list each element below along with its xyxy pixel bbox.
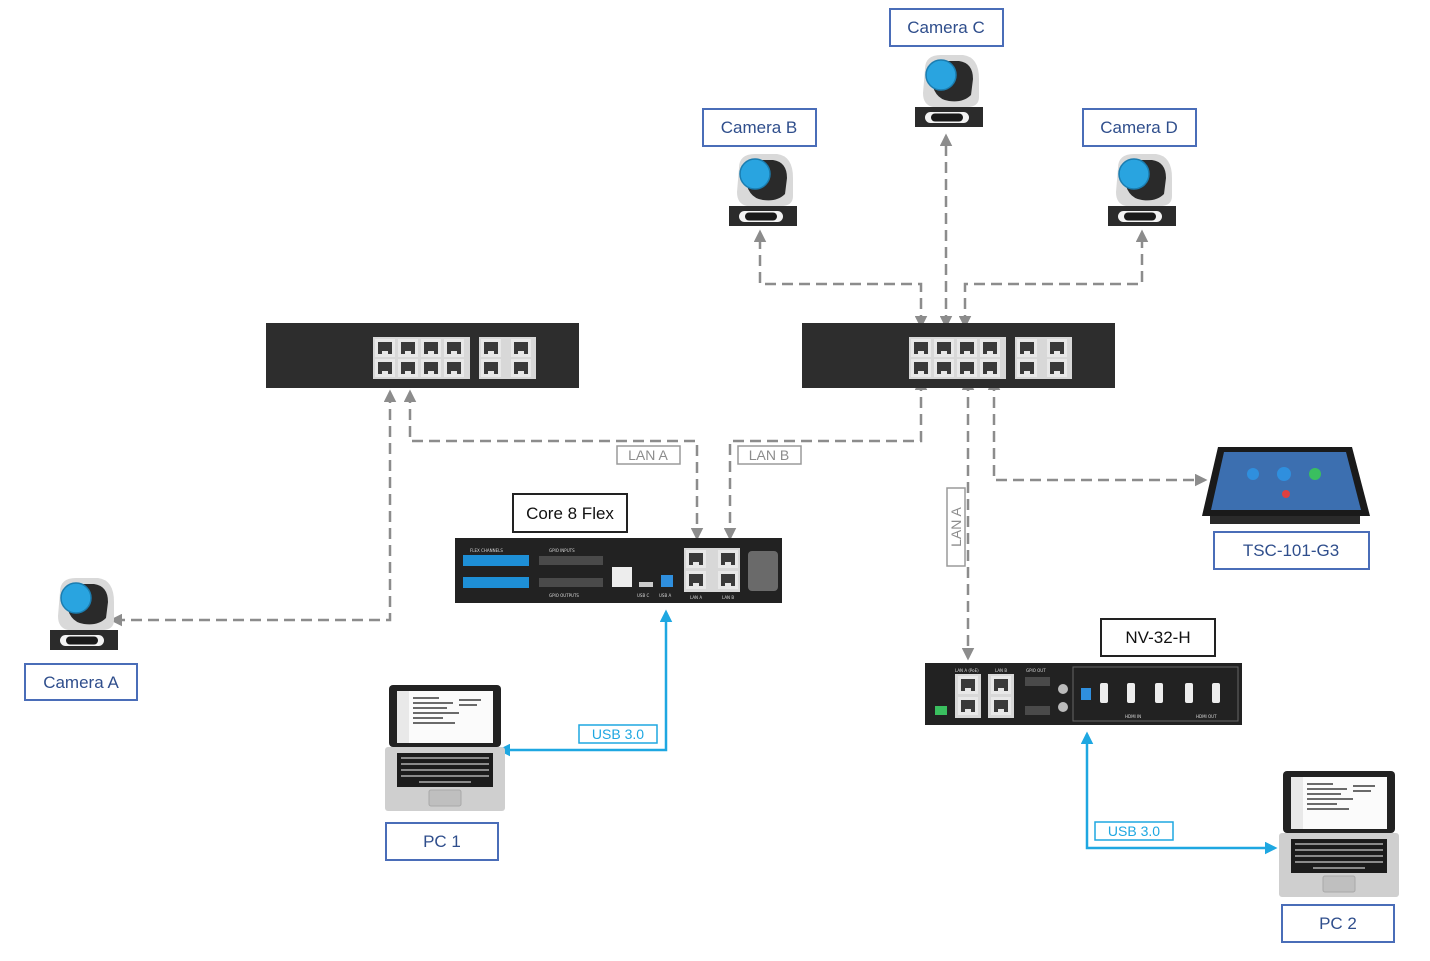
link-nv-pc2: [1080, 731, 1278, 855]
core-gpio-in-connector: [539, 556, 603, 565]
nv-lan-b-text: LAN B: [995, 668, 1007, 673]
pc-1: PC 1: [384, 684, 506, 861]
core-flex-channels-text: FLEX CHANNELS: [470, 548, 503, 553]
core-usb-a-text: USB A: [659, 593, 671, 598]
lan-a-nv-label: LAN A: [946, 487, 966, 567]
nv-hdmi-out-text: HDMI OUT: [1196, 714, 1217, 719]
core-usb-c-port: [639, 582, 653, 587]
core-flex-connector-bottom: [463, 577, 529, 588]
camera-a-label-box: [24, 663, 138, 701]
nv-hdmi-in-3: [1100, 683, 1108, 703]
nv-gpio-connector-bottom: [1025, 706, 1050, 715]
core-processor-icon: FLEX CHANNELS GPIO INPUTS GPIO OUTPUTS U…: [455, 538, 782, 603]
nv-32-h: NV-32-H LAN A (PoE) LAN B GPIO OUT HDMI …: [925, 618, 1242, 725]
link-switch2-camera-d: [958, 229, 1149, 329]
nv-label: NV-32-H: [1125, 628, 1190, 647]
core-gpio-out-connector: [539, 578, 603, 587]
nv-audio-jack-top: [1058, 684, 1068, 694]
laptop-icon: [384, 684, 506, 812]
link-switch1-core-lan-a: [403, 389, 704, 541]
network-switch-2: [802, 323, 1115, 388]
lan-a-label: LAN A: [616, 445, 681, 465]
nv-lan-poe-text: LAN A (PoE): [955, 668, 979, 673]
nv-hdmi-in-2: [1127, 683, 1135, 703]
core-usb-a-port: [661, 575, 673, 587]
nv-usb-port: [1081, 688, 1091, 700]
core-power-inlet: [748, 551, 778, 591]
usb-pc1-label: USB 3.0: [578, 724, 658, 744]
nv-gpio-connector-top: [1025, 677, 1050, 686]
pc-2: PC 2: [1278, 770, 1400, 943]
camera-c-label: Camera C: [907, 18, 984, 37]
core-gpio-outputs-text: GPIO OUTPUTS: [549, 593, 579, 598]
camera-d-label: Camera D: [1100, 118, 1177, 137]
tsc-camera-button: [1277, 467, 1291, 481]
tsc-call-button: [1309, 468, 1321, 480]
usb-pc1-text: USB 3.0: [592, 726, 644, 742]
pc2-label-box: [1281, 904, 1395, 943]
nv-power-connector: [935, 706, 947, 715]
camera-b: Camera B: [702, 108, 817, 227]
nv-hdmi-in-1: [1155, 683, 1163, 703]
nv-audio-jack-bottom: [1058, 702, 1068, 712]
core-aux-block: [612, 567, 632, 587]
lan-a-text: LAN A: [628, 447, 668, 463]
pc2-label: PC 2: [1319, 914, 1357, 933]
link-switch2-core-lan-b: [723, 377, 928, 541]
camera-c: Camera C: [889, 8, 1004, 128]
usb-pc2-text: USB 3.0: [1108, 823, 1160, 839]
ptz-camera-icon: [728, 153, 798, 227]
core-usb-c-text: USB C: [637, 593, 649, 598]
tsc-101-g3: TSC-101-G3: [1202, 447, 1370, 570]
core-gpio-inputs-text: GPIO INPUTS: [549, 548, 575, 553]
core-label: Core 8 Flex: [526, 504, 614, 523]
link-switch2-tsc: [987, 377, 1208, 487]
usb-connections: [497, 609, 1278, 855]
touch-panel-icon: [1202, 447, 1370, 524]
camera-b-label-box: [702, 108, 817, 147]
camera-a: Camera A: [24, 577, 138, 701]
nv-hdmi-in-text: HDMI IN: [1125, 714, 1141, 719]
video-endpoint-icon: LAN A (PoE) LAN B GPIO OUT HDMI IN HDMI …: [925, 663, 1242, 725]
core-8-flex: Core 8 Flex FLEX CHANNELS GPIO INPUTS GP…: [455, 493, 782, 603]
camera-d-label-box: [1082, 108, 1197, 147]
pc1-label: PC 1: [423, 832, 461, 851]
ptz-camera-icon: [1107, 153, 1177, 227]
laptop-icon: [1278, 770, 1400, 898]
lan-connections: [109, 133, 1208, 661]
camera-a-label: Camera A: [43, 673, 119, 692]
tsc-label-box: [1213, 531, 1370, 570]
core-lan-b-text: LAN B: [722, 595, 734, 600]
tsc-mic-button: [1247, 468, 1259, 480]
pc1-label-box: [385, 822, 499, 861]
lan-b-label: LAN B: [737, 445, 802, 465]
ptz-camera-icon: [49, 577, 119, 651]
nv-hdmi-out-2: [1185, 683, 1193, 703]
link-core-pc1: [497, 609, 673, 757]
camera-d: Camera D: [1082, 108, 1197, 227]
nv-label-box: [1100, 618, 1216, 657]
tsc-end-button: [1282, 490, 1290, 498]
network-switch-1: [266, 323, 579, 388]
camera-c-label-box: [889, 8, 1004, 47]
usb-pc2-label: USB 3.0: [1094, 821, 1174, 841]
nv-hdmi-section: [1072, 666, 1239, 722]
link-switch1-camera-a: [109, 389, 397, 627]
tsc-label: TSC-101-G3: [1243, 541, 1339, 560]
ptz-camera-icon: [914, 54, 984, 128]
nv-gpio-text: GPIO OUT: [1026, 668, 1046, 673]
link-switch2-camera-b: [753, 229, 928, 329]
lan-a-nv-text: LAN A: [948, 507, 964, 547]
lan-b-text: LAN B: [749, 447, 789, 463]
camera-b-label: Camera B: [721, 118, 798, 137]
nv-hdmi-out-1: [1212, 683, 1220, 703]
core-label-box: [512, 493, 628, 533]
core-lan-a-text: LAN A: [690, 595, 702, 600]
core-flex-connector-top: [463, 555, 529, 566]
